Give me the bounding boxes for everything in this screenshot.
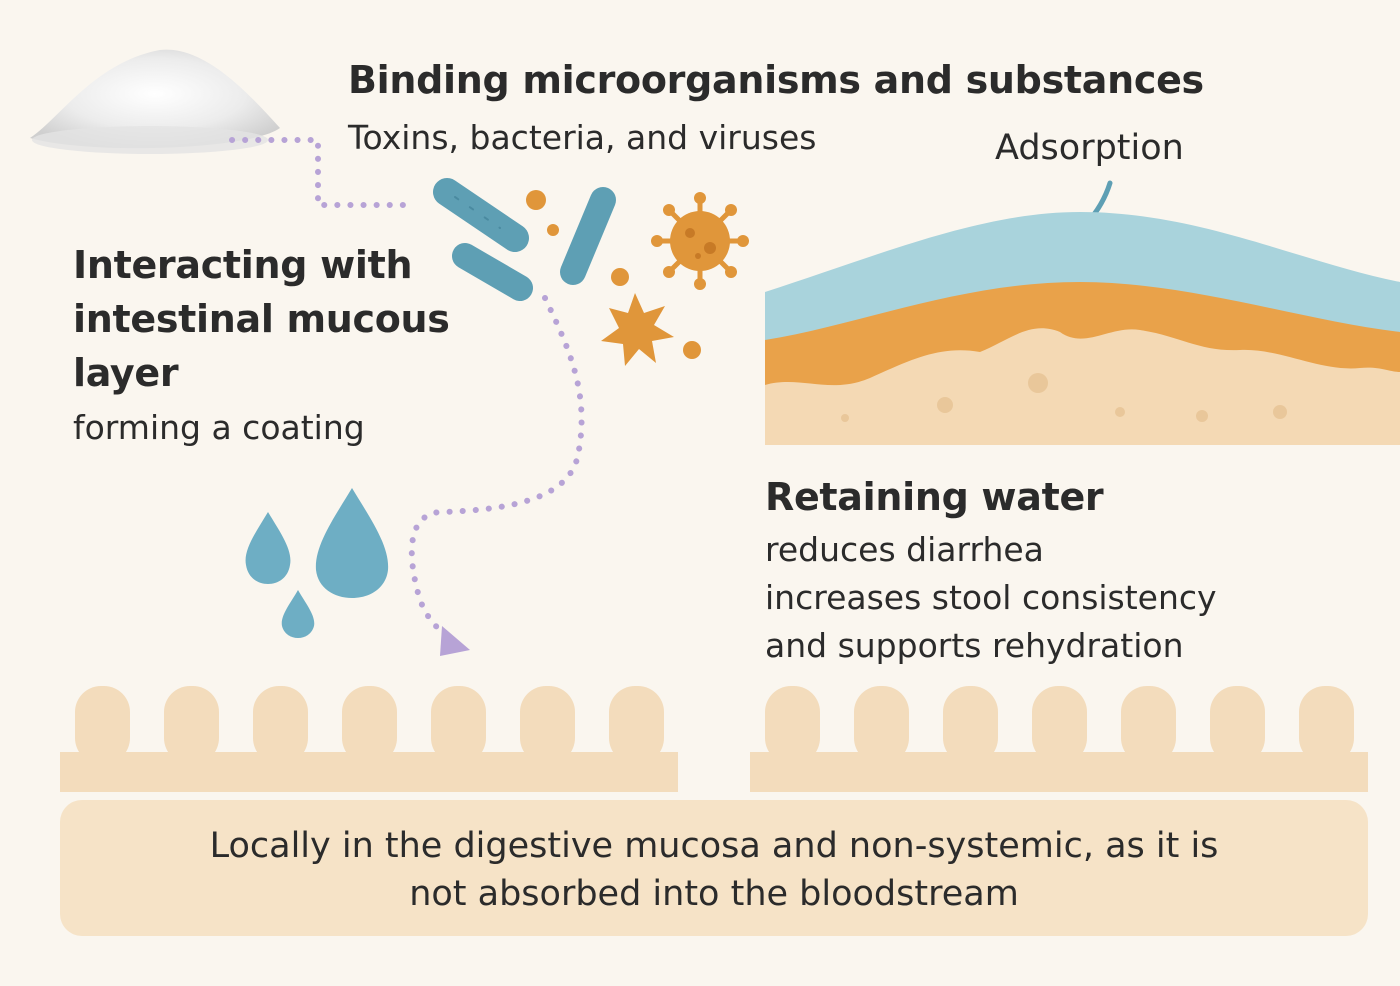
particle-icon bbox=[526, 190, 701, 359]
interacting-title: Interacting with intestinal mucous layer bbox=[73, 243, 450, 395]
water-line-1: reduces diarrhea bbox=[765, 530, 1044, 569]
virus-icon bbox=[651, 192, 749, 290]
water-line-2: increases stool consistency bbox=[765, 578, 1217, 617]
water-line-3: and supports rehydration bbox=[765, 626, 1184, 665]
interacting-subtitle: forming a coating bbox=[73, 408, 365, 447]
water-drops-icon bbox=[245, 488, 389, 638]
powder-pile-icon bbox=[30, 49, 280, 154]
mucosa-cross-section bbox=[760, 200, 1400, 450]
adsorption-label: Adsorption bbox=[995, 128, 1184, 168]
villi-right bbox=[750, 686, 1368, 792]
star-particle-icon bbox=[601, 293, 674, 366]
binding-title: Binding microorganisms and substances bbox=[348, 58, 1204, 102]
water-title: Retaining water bbox=[765, 475, 1104, 519]
footer-box: Locally in the digestive mucosa and non-… bbox=[60, 800, 1368, 936]
footer-line-2: not absorbed into the bloodstream bbox=[409, 874, 1019, 914]
bacteria-icon bbox=[433, 178, 616, 301]
arrow-head-icon bbox=[440, 626, 470, 656]
dotted-path bbox=[229, 137, 585, 638]
villi-left bbox=[60, 686, 678, 792]
binding-subtitle: Toxins, bacteria, and viruses bbox=[348, 118, 817, 157]
footer-line-1: Locally in the digestive mucosa and non-… bbox=[209, 826, 1219, 866]
